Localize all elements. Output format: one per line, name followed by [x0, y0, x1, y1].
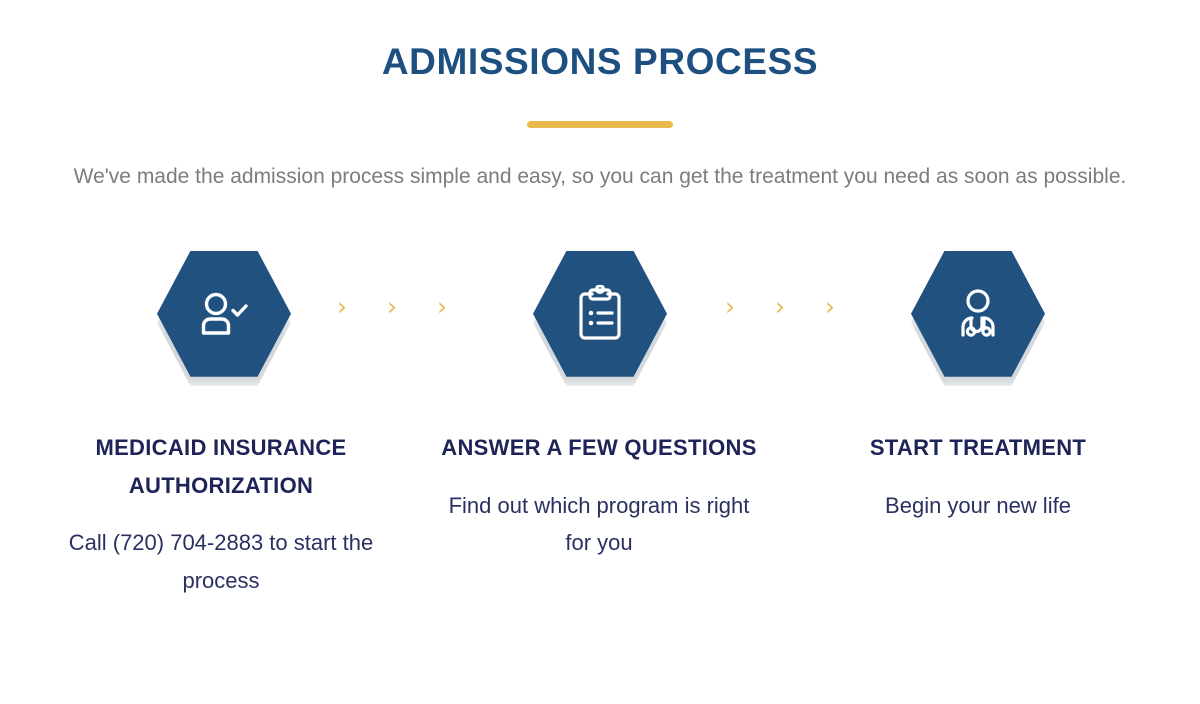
step-2-caption: ANSWER A FEW QUESTIONS Find out which pr…: [434, 429, 764, 562]
section-subtitle: We've made the admission process simple …: [73, 164, 1127, 188]
chevron-right-icon: ›: [825, 291, 835, 321]
section-header: ADMISSIONS PROCESS We've made the admiss…: [0, 0, 1200, 195]
step-title: MEDICAID INSURANCE AUTHORIZATION: [95, 434, 347, 498]
chevron-group-1: › › ›: [337, 294, 447, 319]
step-description: Find out which program is right for you: [448, 492, 750, 556]
step-description: Begin your new life: [885, 492, 1071, 518]
step-description: Call (720) 704-2883 to start the process: [68, 530, 374, 593]
title-divider: [527, 120, 673, 128]
page-title: ADMISSIONS PROCESS: [381, 41, 819, 82]
steps-icon-row: › › ›: [0, 250, 1200, 411]
doctor-stethoscope-icon: [950, 285, 1006, 343]
step-3-hexagon[interactable]: [911, 250, 1045, 397]
step-title: ANSWER A FEW QUESTIONS: [441, 434, 757, 460]
chevron-right-icon: ›: [437, 291, 447, 321]
chevron-right-icon: ›: [337, 291, 347, 321]
step-1-hexagon[interactable]: [157, 250, 291, 397]
clipboard-list-icon: [574, 284, 626, 343]
chevron-right-icon: ›: [725, 291, 735, 321]
chevron-group-2: › › ›: [725, 294, 835, 319]
chevron-right-icon: ›: [387, 291, 397, 321]
step-3-caption: START TREATMENT Begin your new life: [813, 429, 1143, 524]
step-title: START TREATMENT: [869, 434, 1087, 460]
chevron-right-icon: ›: [775, 291, 785, 321]
user-check-icon: [195, 285, 253, 343]
step-1-caption: MEDICAID INSURANCE AUTHORIZATION Call (7…: [56, 429, 386, 599]
step-2-hexagon[interactable]: [533, 250, 667, 397]
steps-caption-row: MEDICAID INSURANCE AUTHORIZATION Call (7…: [0, 429, 1200, 639]
